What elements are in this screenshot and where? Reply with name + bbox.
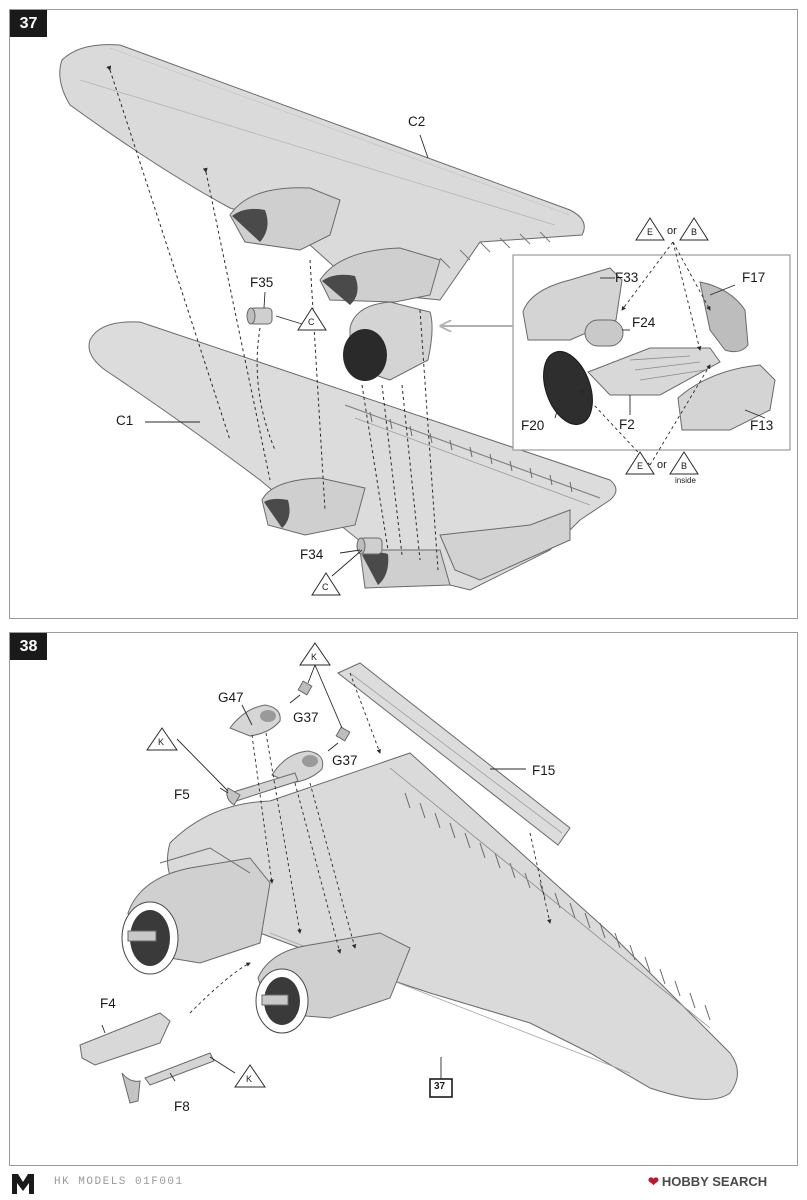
callout-c-lower-shape (311, 549, 363, 596)
upper-wing-c2 (59, 44, 585, 305)
label-f33: F33 (615, 270, 639, 285)
callout-inside-note: inside (675, 476, 696, 485)
label-c1: C1 (116, 413, 134, 428)
brand-code: HK MODELS 01F001 (54, 1176, 184, 1188)
label-f8: F8 (174, 1099, 190, 1114)
assembled-wing (121, 752, 738, 1100)
callout-e-top: E (647, 227, 654, 237)
part-f4-shape (79, 1012, 171, 1066)
callout-e-bottom: E (637, 461, 644, 471)
part-g47-shape (229, 704, 281, 737)
callout-k-bottom-shape (234, 1064, 266, 1088)
label-f15: F15 (532, 763, 556, 778)
callout-or-top: or (667, 225, 677, 237)
callout-b-top-shape (679, 217, 709, 241)
detail-inset (512, 241, 791, 466)
callout-b-bottom-shape (669, 451, 699, 475)
part-f15-shape (337, 662, 571, 846)
callout-k-left: K (158, 737, 165, 747)
callout-k-top: K (311, 652, 318, 662)
label-g37-lower: G37 (332, 753, 358, 768)
watermark-text: HOBBY SEARCH (661, 1174, 768, 1189)
label-f2: F2 (619, 417, 635, 432)
hk-models-logo-icon (12, 1174, 34, 1194)
label-f20: F20 (521, 418, 545, 433)
part-f35-shape (246, 307, 273, 325)
part-g37a-shape (297, 680, 313, 696)
label-f35: F35 (250, 275, 274, 290)
step-number: 38 (10, 633, 47, 660)
part-f5-shape (226, 772, 299, 806)
part-f8-shape (121, 1052, 215, 1104)
step-number: 37 (10, 10, 47, 37)
label-f13: F13 (750, 418, 774, 433)
label-g47: G47 (218, 690, 244, 705)
callout-e-bottom-shape (625, 451, 655, 475)
heart-icon: ❤ (648, 1174, 659, 1189)
part-g37b-shape (335, 726, 351, 742)
engine-cowling-assembly (343, 301, 433, 381)
callout-c-lower: C (322, 582, 329, 592)
label-c2: C2 (408, 114, 426, 129)
label-f4: F4 (100, 996, 116, 1011)
callout-e-top-shape (635, 217, 665, 241)
step-37-illustration (59, 44, 791, 596)
callout-or-bottom: or (657, 459, 667, 471)
label-f5: F5 (174, 787, 190, 802)
callout-b-bottom: B (681, 461, 688, 471)
part-g47b-shape (271, 750, 324, 784)
callout-k-left-shape (146, 727, 178, 751)
reference-step-box: 37 (434, 1081, 446, 1092)
step-37-panel: 37 (9, 9, 798, 619)
label-f24: F24 (632, 315, 656, 330)
step-38-panel: 38 (9, 632, 798, 1166)
label-g37-upper: G37 (293, 710, 319, 725)
hobby-search-watermark: ❤HOBBY SEARCH (648, 1174, 767, 1190)
callout-c-upper-shape (275, 307, 327, 331)
label-f34: F34 (300, 547, 324, 562)
callout-k-bottom: K (246, 1074, 253, 1084)
lower-wing-c1 (88, 321, 617, 591)
label-f17: F17 (742, 270, 766, 285)
callout-b-top: B (691, 227, 698, 237)
callout-c-upper: C (308, 317, 315, 327)
step-38-illustration (79, 642, 738, 1104)
